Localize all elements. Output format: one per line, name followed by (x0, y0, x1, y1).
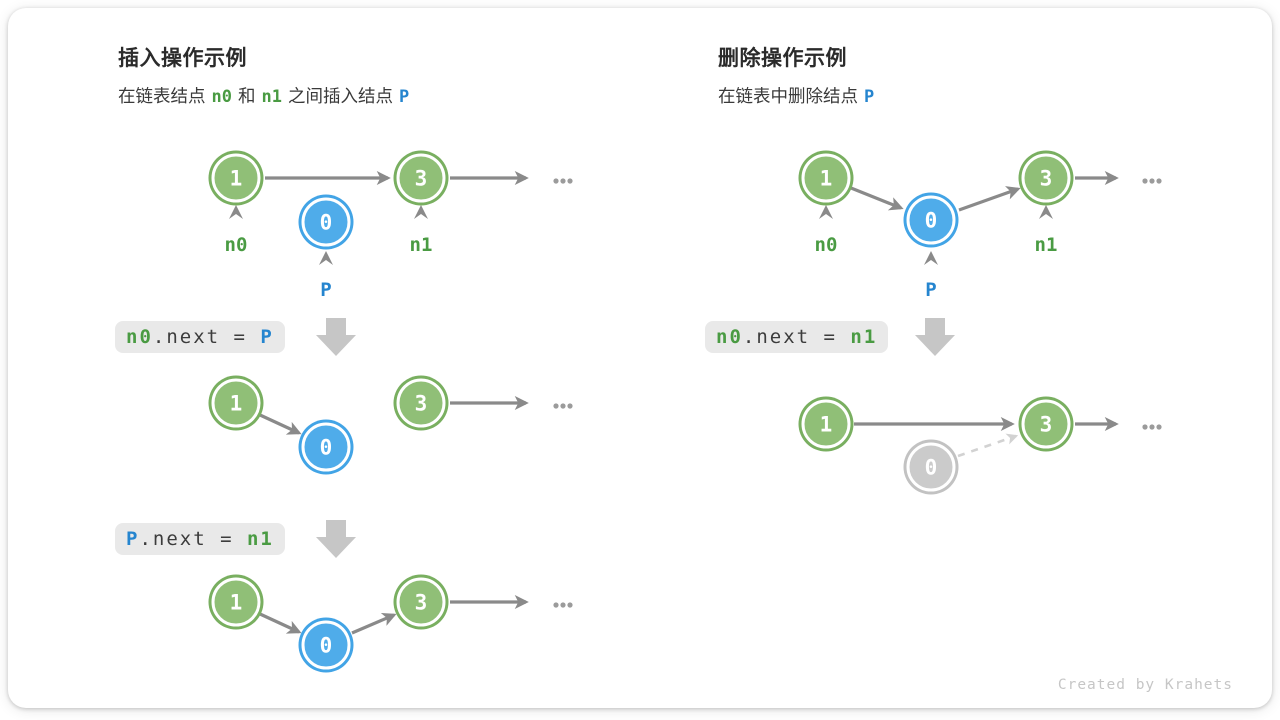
code-n0-next-n1: n0.next = n1 (705, 321, 889, 353)
node-p: 0 (301, 620, 351, 670)
node-1: 1 (211, 577, 261, 627)
label-n0: n0 (224, 234, 248, 256)
subtitle-text: 之间插入结点 (287, 87, 393, 107)
node-1: 1 (801, 153, 851, 203)
node-p: 0 (906, 195, 956, 245)
node-3: 3 (396, 378, 446, 428)
figure-card (8, 8, 1272, 708)
node-3: 3 (396, 577, 446, 627)
node-1: 1 (211, 378, 261, 428)
node-1: 1 (801, 399, 851, 449)
code-mid: .next = (152, 326, 261, 348)
delete-title: 删除操作示例 (718, 46, 847, 70)
node-p: 0 (301, 422, 351, 472)
subtitle-text: 在链表中删除结点 (718, 87, 858, 107)
node-3: 3 (396, 153, 446, 203)
label-n1: n1 (1034, 234, 1058, 256)
node-1: 1 (211, 153, 261, 203)
subtitle-p: P (864, 87, 875, 107)
insert-title: 插入操作示例 (118, 46, 247, 70)
code-p-next-n1: P.next = n1 (115, 523, 285, 555)
subtitle-text: 和 (237, 87, 256, 107)
subtitle-n0: n0 (211, 87, 232, 107)
node-3: 3 (1021, 399, 1071, 449)
code-lhs: n0 (126, 326, 153, 348)
subtitle-p: P (398, 87, 410, 107)
label-n1: n1 (409, 234, 433, 256)
code-rhs: n1 (850, 326, 878, 348)
label-n0: n0 (814, 234, 838, 256)
code-mid: .next = (742, 326, 851, 348)
subtitle-n1: n1 (261, 87, 282, 107)
subtitle-text: 在链表结点 (118, 87, 206, 107)
credit-text: Created by Krahets (1057, 677, 1233, 693)
code-mid: .next = (139, 528, 247, 550)
node-p: 0 (301, 197, 351, 247)
node-p-removed: 0 (906, 442, 956, 492)
delete-subtitle: 在链表中删除结点 P (718, 83, 880, 108)
label-p: P (925, 279, 937, 301)
node-3: 3 (1021, 153, 1071, 203)
code-rhs: P (260, 326, 274, 348)
code-rhs: n1 (246, 528, 274, 550)
code-n0-next-p: n0.next = P (115, 321, 285, 353)
code-lhs: n0 (716, 326, 743, 348)
code-lhs: P (126, 528, 140, 550)
label-p: P (320, 279, 332, 301)
